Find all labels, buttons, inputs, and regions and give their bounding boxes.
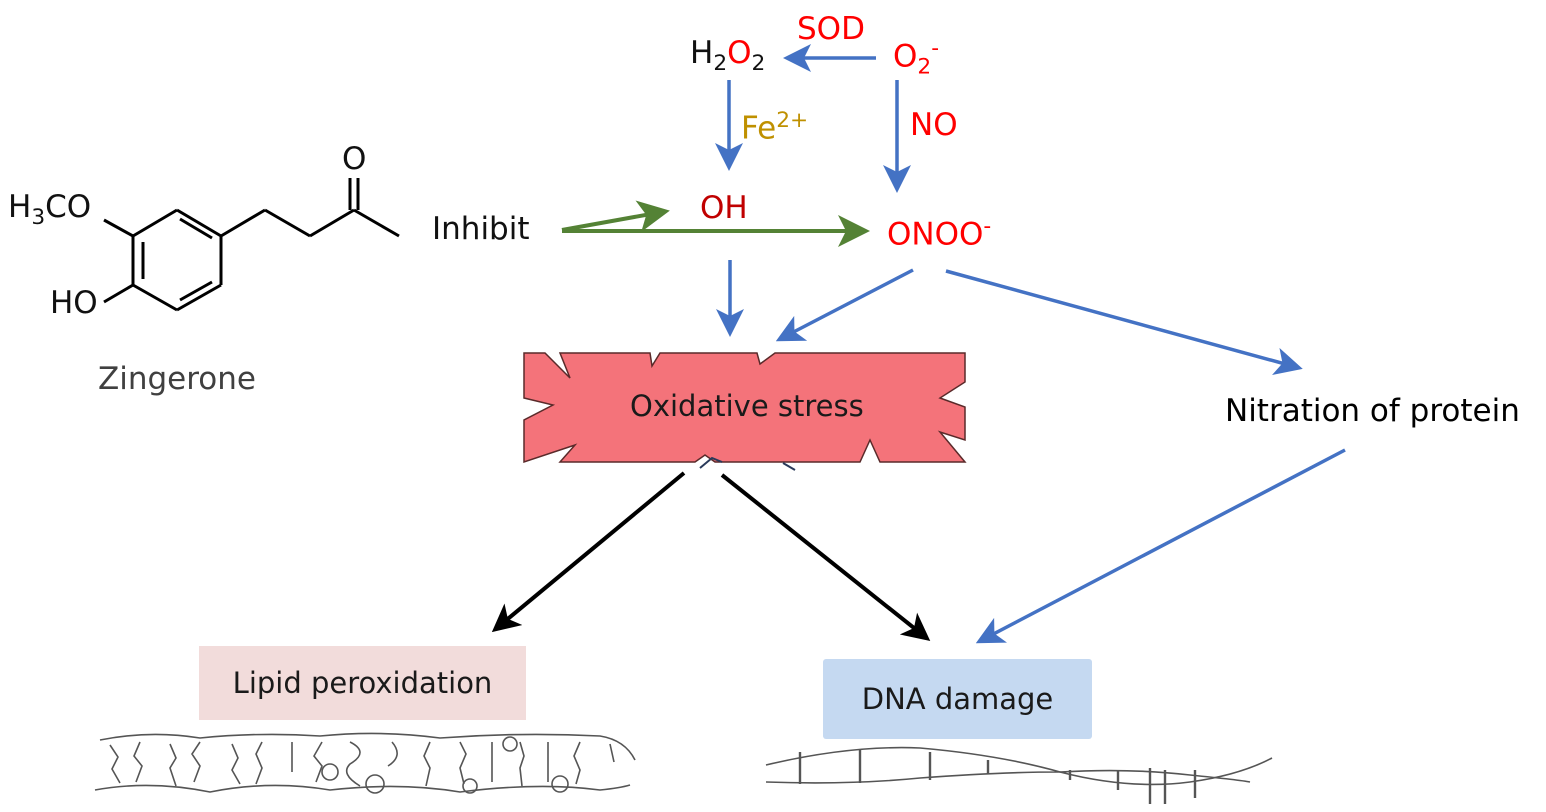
h2o2-label: H2O2 xyxy=(690,35,766,77)
hydroxy-bond xyxy=(103,283,134,304)
ring-bond xyxy=(132,208,178,238)
oxidative-stress-shape xyxy=(523,352,967,471)
methoxy-bond xyxy=(103,218,134,238)
oxidative-stress-fill xyxy=(523,352,967,464)
dna-damage-box: DNA damage xyxy=(823,659,1092,739)
ring-double-bond xyxy=(179,217,213,240)
lipid-head xyxy=(321,763,339,781)
hydroxy-label: HO xyxy=(50,285,98,321)
blue-arrows xyxy=(715,44,1346,644)
peroxynitrite-label: ONOO- xyxy=(887,214,992,253)
hydroxyl-radical-label: OH xyxy=(700,190,748,226)
ring-double-bond xyxy=(179,280,213,302)
membrane-top xyxy=(99,732,636,761)
shape-fragment xyxy=(699,456,723,469)
lipid-head xyxy=(502,736,518,752)
ring-bond xyxy=(176,208,222,238)
arrow-inhibit-oh xyxy=(561,200,670,232)
zingerone-structure xyxy=(103,178,400,312)
lipid-chains xyxy=(109,741,615,787)
methoxy-label: H3CO xyxy=(8,189,92,231)
ring-bond xyxy=(176,283,222,312)
lipid-peroxidation-label: Lipid peroxidation xyxy=(232,666,493,700)
dna-strand-top xyxy=(765,746,1273,786)
molecule-name: Zingerone xyxy=(98,361,256,397)
lipid-head xyxy=(551,775,569,793)
inhibit-arrows xyxy=(561,200,870,247)
superoxide-label: O2- xyxy=(893,36,940,80)
lipid-head xyxy=(462,778,478,794)
chain-bond xyxy=(353,208,400,238)
nitration-label: Nitration of protein xyxy=(1225,393,1520,429)
dna-damage-label: DNA damage xyxy=(861,682,1054,716)
lipid-head xyxy=(365,774,385,794)
inhibit-label: Inhibit xyxy=(432,211,530,247)
arrow-nitration-to-dna-damage xyxy=(975,448,1346,644)
dna-base-pairs xyxy=(798,749,1197,804)
arrow-onoo-to-nitration xyxy=(945,269,1303,375)
arrow-onoo-to-oxidative-stress xyxy=(775,268,914,342)
arrow-oxidative-to-dna xyxy=(720,473,931,641)
lipid-peroxidation-box: Lipid peroxidation xyxy=(199,646,526,720)
sod-label: SOD xyxy=(797,11,865,47)
ring-bond xyxy=(132,283,178,312)
no-label: NO xyxy=(910,107,958,143)
arrow-oxidative-to-lipid xyxy=(491,471,686,633)
black-arrows xyxy=(491,471,931,641)
dna-strand-bottom xyxy=(765,769,1251,784)
chain-bond xyxy=(220,208,266,238)
membrane-bottom xyxy=(94,784,631,793)
shape-fragment xyxy=(782,462,796,471)
dna-helix-icon xyxy=(765,746,1273,804)
carbonyl-oxygen-label: O xyxy=(342,141,367,177)
chain-bond xyxy=(309,208,355,238)
lipid-membrane-icon xyxy=(94,732,636,794)
chain-bond xyxy=(264,208,311,238)
oxidative-stress-label: Oxidative stress xyxy=(630,389,864,423)
iron-label: Fe2+ xyxy=(741,108,809,147)
